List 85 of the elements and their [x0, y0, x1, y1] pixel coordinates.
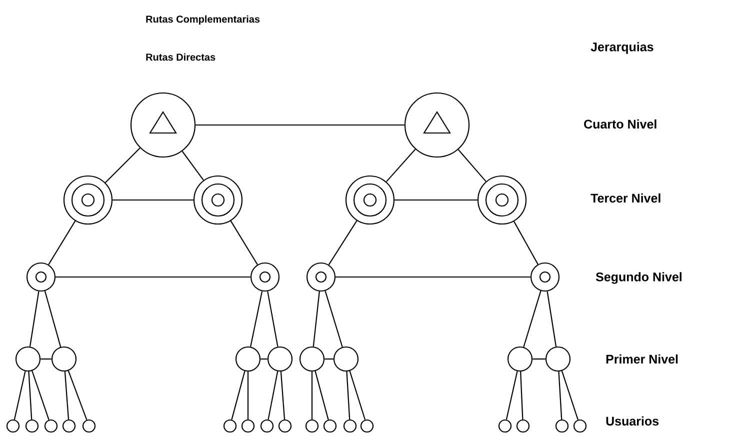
user-circle — [360, 419, 374, 433]
user-circle — [343, 419, 357, 433]
connector-line — [506, 371, 518, 420]
connector-line — [268, 371, 278, 420]
user-circle — [82, 419, 96, 433]
level-label: Segundo Nivel — [596, 272, 682, 284]
circle — [51, 346, 77, 372]
user-circle — [573, 419, 587, 433]
connector-line — [267, 291, 278, 347]
ring-circle — [306, 262, 336, 292]
level-label: Jerarquias — [590, 42, 654, 54]
connector-line — [250, 291, 263, 347]
connector-line — [349, 370, 366, 420]
connector-line — [394, 199, 478, 201]
circle — [15, 346, 41, 372]
connector-line — [346, 372, 350, 420]
target-circle — [345, 175, 395, 225]
circle — [507, 346, 533, 372]
target-circle — [193, 175, 243, 225]
level-label: Usuarios — [606, 416, 659, 426]
target-circle — [63, 175, 113, 225]
connector-line — [28, 372, 32, 420]
ring-circle — [530, 262, 560, 292]
connector-line — [68, 370, 88, 420]
connector-line — [386, 148, 416, 182]
user-circle — [516, 419, 530, 433]
target-circle — [477, 175, 527, 225]
user-circle — [260, 419, 274, 433]
ring-circle — [26, 262, 56, 292]
connector-line — [324, 358, 334, 360]
connector-line — [14, 371, 26, 420]
connector-line — [311, 372, 313, 420]
connector-line — [196, 124, 404, 126]
circle — [333, 346, 359, 372]
connector-line — [312, 291, 320, 347]
connector-line — [44, 290, 62, 348]
user-circle — [62, 419, 76, 433]
triangle-circle — [130, 92, 196, 158]
circle — [267, 346, 293, 372]
connector-line — [32, 370, 50, 420]
connector-line — [112, 199, 194, 201]
connector-line — [336, 276, 530, 278]
connector-line — [514, 221, 538, 265]
user-circle — [323, 419, 337, 433]
level-label: Primer Nivel — [606, 354, 678, 364]
connector-line — [40, 358, 52, 360]
connector-line — [324, 290, 343, 348]
level-label: Rutas Directas — [146, 53, 216, 61]
connector-line — [230, 220, 258, 265]
connector-line — [561, 370, 578, 420]
user-circle — [555, 419, 569, 433]
level-label: Tercer Nivel — [590, 193, 660, 203]
connector-line — [247, 372, 249, 420]
triangle-circle — [404, 92, 470, 158]
level-label: Cuarto Nivel — [584, 119, 656, 129]
ring-circle — [250, 262, 280, 292]
connector-line — [29, 291, 40, 347]
connector-line — [314, 370, 329, 420]
user-circle — [25, 419, 39, 433]
connector-line — [182, 150, 204, 181]
user-circle — [278, 419, 292, 433]
user-circle — [44, 419, 58, 433]
level-label: Rutas Complementarias — [146, 15, 260, 25]
user-circle — [223, 419, 237, 433]
connector-line — [328, 220, 358, 266]
connector-line — [532, 358, 546, 360]
user-circle — [498, 419, 512, 433]
connector-line — [546, 291, 557, 347]
user-circle — [241, 419, 255, 433]
connector-line — [523, 290, 542, 348]
connector-line — [260, 358, 268, 360]
connector-line — [280, 371, 286, 420]
circle — [545, 346, 571, 372]
connector-line — [231, 370, 246, 420]
connector-line — [104, 148, 140, 184]
circle — [299, 346, 325, 372]
connector-line — [56, 276, 250, 278]
connector-line — [558, 372, 562, 420]
connector-line — [48, 220, 76, 265]
user-circle — [6, 419, 20, 433]
connector-line — [458, 149, 486, 182]
circle — [235, 346, 261, 372]
user-circle — [305, 419, 319, 433]
connector-line — [64, 371, 70, 420]
connector-line — [520, 372, 524, 420]
